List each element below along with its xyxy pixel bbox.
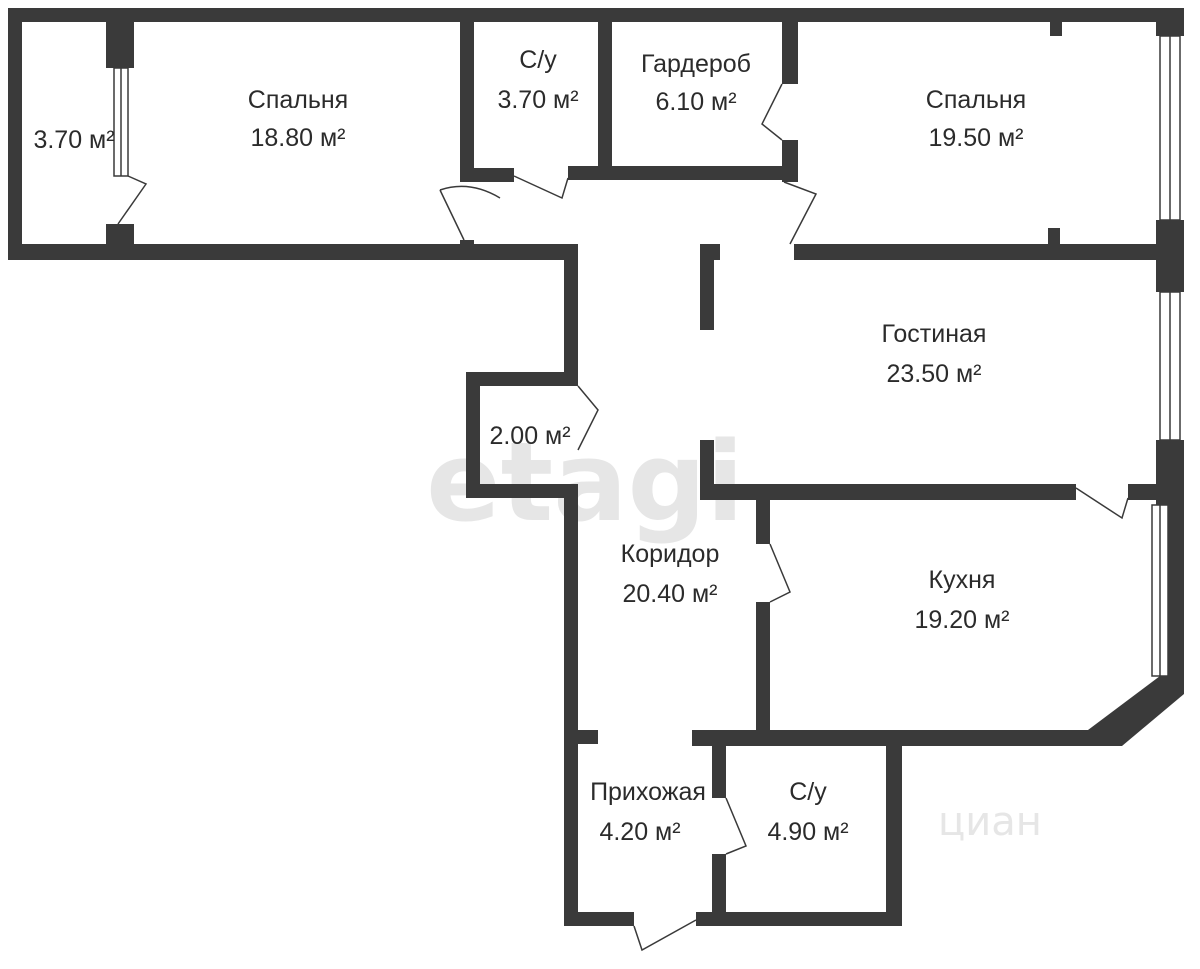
room-storage-area: 2.00 м² [489, 422, 570, 450]
wall-storage-left [466, 372, 480, 498]
wall-storage-bottom [466, 484, 578, 498]
room-kitchen-name: Кухня [929, 566, 996, 594]
room-bathroom-2-name: С/у [789, 778, 827, 806]
wall-top [8, 8, 1184, 22]
door-storage [577, 385, 599, 451]
wall-bathroom1-bottom-2 [568, 166, 798, 180]
wall-corridor-left-upper [564, 244, 578, 386]
doors [117, 83, 1129, 952]
wall-right-upper [1156, 8, 1184, 36]
room-living-room-area: 23.50 м² [886, 360, 981, 388]
wall-living-left-bottom [700, 440, 714, 498]
door-bedroom2 [783, 181, 818, 245]
wall-storage-top [466, 372, 578, 386]
room-labels: 3.70 м² Спальня 18.80 м² С/у 3.70 м² Гар… [33, 46, 1026, 846]
wall-kitchen-bevel [1088, 676, 1184, 746]
room-wardrobe-name: Гардероб [641, 50, 751, 78]
wall-bathroom2-left-bottom [712, 854, 726, 926]
wall-balcony-partition-bottom [106, 224, 134, 246]
room-balcony-area: 3.70 м² [33, 126, 114, 154]
windows [9, 33, 1181, 677]
door-bathroom2 [725, 797, 747, 855]
room-hallway-name: Прихожая [590, 778, 706, 806]
wall-bedroom1-bottom-right [460, 240, 474, 260]
wall-left [8, 8, 22, 260]
door-living [1075, 487, 1129, 520]
wall-bedroom2-bottom [794, 244, 1184, 260]
room-bedroom-1-name: Спальня [248, 86, 348, 114]
wall-bathroom1-bottom [460, 168, 514, 182]
door-entrance [633, 919, 697, 952]
wall-kitchen-left-bottom [756, 602, 770, 744]
door-kitchen [769, 543, 791, 603]
room-corridor-name: Коридор [621, 540, 720, 568]
wall-pillar-1 [1050, 22, 1062, 36]
room-living-room-name: Гостиная [882, 320, 987, 348]
wall-balcony-partition-top [106, 22, 134, 68]
wall-bathroom2-right [886, 732, 902, 926]
wall-bedroom1-right [460, 22, 474, 182]
wall-bathroom2-left-top [712, 744, 726, 798]
wall-pillar-2 [1048, 228, 1060, 246]
wall-hallway-top-left [578, 730, 598, 744]
room-bedroom-1-area: 18.80 м² [250, 124, 345, 152]
window-balcony-left [9, 33, 17, 241]
wall-bottom-right [696, 912, 902, 926]
wall-kitchen-left-top [756, 498, 770, 544]
wall-left-wing-bottom [8, 244, 578, 260]
wall-wardrobe-right-bottom [782, 140, 798, 182]
wall-wardrobe-right-top [782, 22, 798, 84]
room-bathroom-2-area: 4.90 м² [767, 818, 848, 846]
door-wardrobe [761, 83, 783, 141]
wall-corridor-left-lower [564, 484, 578, 926]
room-bedroom-2-area: 19.50 м² [928, 124, 1023, 152]
wall-bathroom1-right [598, 22, 612, 180]
room-bathroom-1-name: С/у [519, 46, 557, 74]
door-balcony [117, 175, 148, 225]
room-hallway-area: 4.20 м² [599, 818, 680, 846]
room-kitchen-area: 19.20 м² [914, 606, 1009, 634]
wall-bottom-left [564, 912, 634, 926]
room-corridor-area: 20.40 м² [622, 580, 717, 608]
room-bedroom-2-name: Спальня [926, 86, 1026, 114]
door-bathroom1 [513, 175, 569, 200]
wall-living-bottom-right [1128, 484, 1184, 500]
wall-hallway-top-right [692, 730, 726, 744]
room-bathroom-1-area: 3.70 м² [497, 86, 578, 114]
watermark-cian: циан [938, 799, 1042, 845]
wall-kitchen-bottom [692, 730, 1122, 746]
wall-living-left-top [700, 244, 714, 330]
wall-right-lower [1168, 505, 1184, 694]
wall-living-bottom [700, 484, 1076, 500]
walls [8, 8, 1184, 926]
door-bedroom1 [439, 185, 501, 241]
room-wardrobe-area: 6.10 м² [655, 88, 736, 116]
